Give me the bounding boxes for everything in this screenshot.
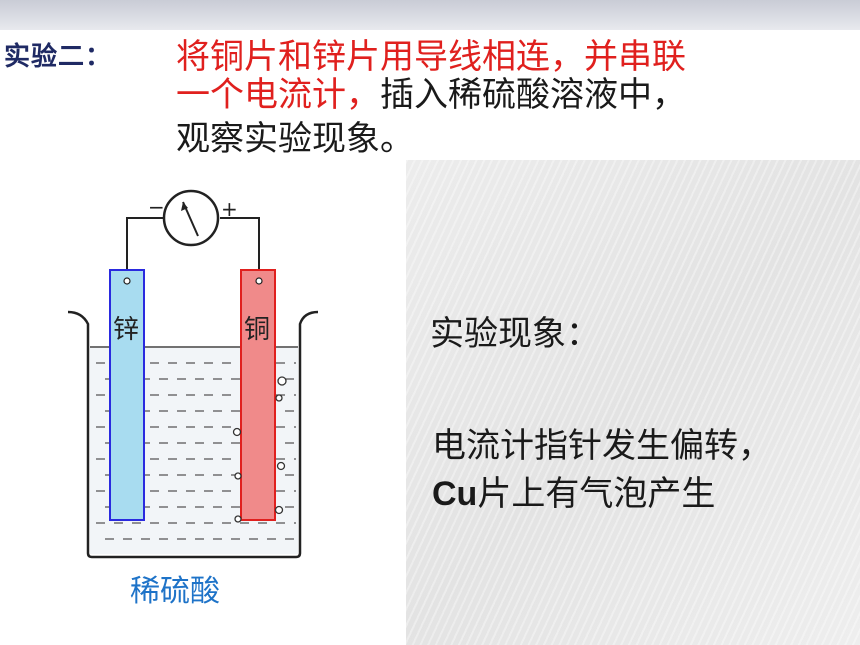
heading-line-1: 将铜片和锌片用导线相连，并串联: [176, 37, 686, 77]
copper-label: 铜: [244, 315, 270, 345]
copper-symbol: Cu: [432, 475, 478, 513]
observation-line-1: 电流计指针发生偏转，: [432, 426, 772, 466]
needle-tip: [181, 202, 188, 211]
zinc-electrode: 锌: [109, 269, 145, 521]
heading-line-3: 观察实验现象。: [176, 119, 414, 159]
galvanometer: − +: [148, 189, 238, 247]
acid-label: 稀硫酸: [130, 574, 220, 609]
heading-line-2: 一个电流计，插入稀硫酸溶液中，: [176, 72, 686, 118]
observation-title: 实验现象：: [430, 314, 600, 354]
decorative-header-band: [0, 0, 860, 30]
observation-line-2-text: 片上有气泡产生: [477, 474, 716, 514]
gas-bubbles: [232, 376, 287, 523]
meter-plus-sign: +: [221, 197, 238, 221]
wire: [126, 217, 260, 275]
observation-line-2: Cu片上有气泡产生: [432, 466, 715, 515]
beaker: [67, 310, 319, 559]
heading-line-2-black: 插入稀硫酸溶液中，: [380, 75, 686, 115]
zinc-label: 锌: [113, 315, 139, 345]
galvanic-cell-diagram: − + 锌 铜: [67, 189, 319, 559]
heading-line-2-red: 一个电流计，: [176, 75, 380, 115]
copper-electrode: 铜: [240, 269, 276, 521]
meter-minus-sign: −: [148, 195, 165, 219]
observation-panel: [406, 160, 860, 645]
experiment-number: 实验二：: [4, 42, 113, 72]
